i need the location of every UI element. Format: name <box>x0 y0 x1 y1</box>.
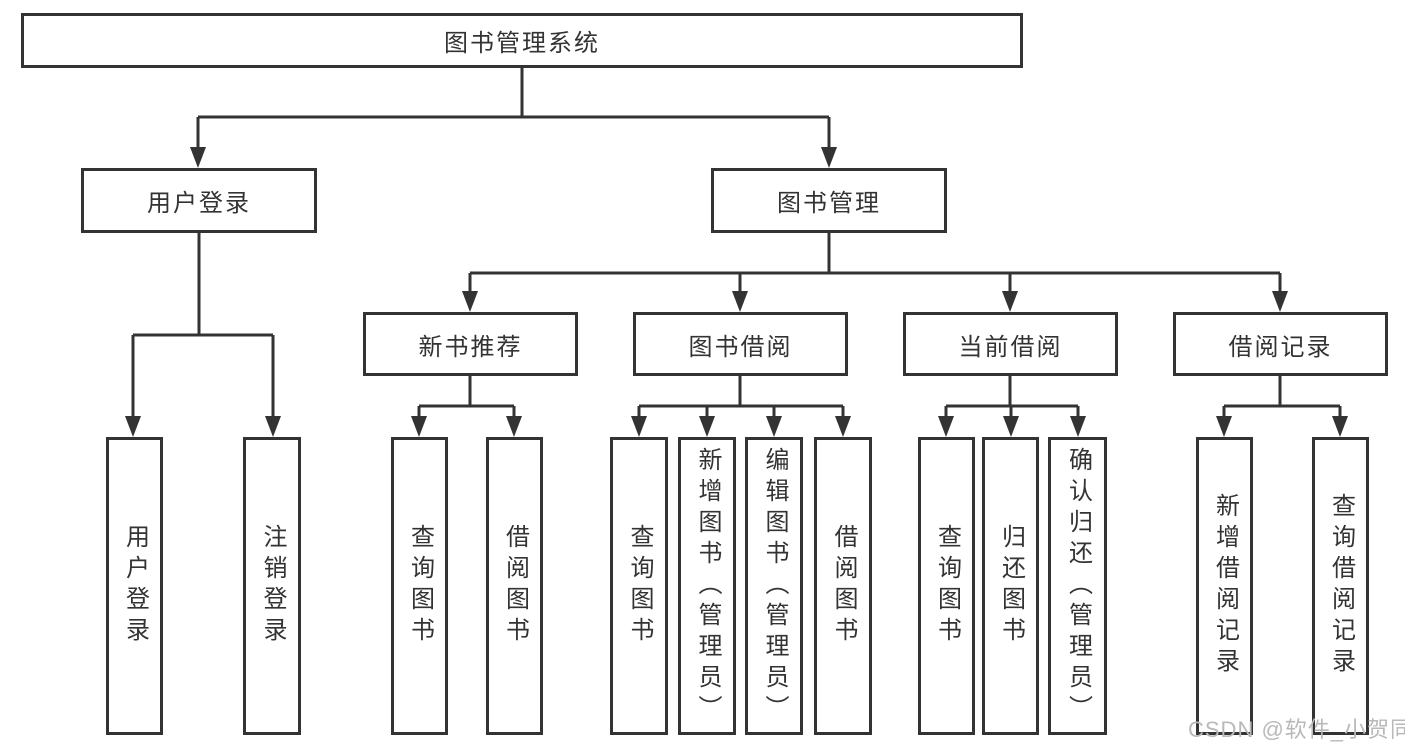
node-borrowing-records: 借阅记录 <box>1173 312 1388 376</box>
connector-new-book-split <box>417 376 516 417</box>
node-new-book-recommendation: 新书推荐 <box>363 312 578 376</box>
node-leaf-logout: 注销登录 <box>243 437 301 735</box>
node-label: 注销登录 <box>259 524 286 648</box>
connector-book-borrow-split <box>637 376 845 417</box>
node-label: 查询借阅记录 <box>1327 493 1355 679</box>
node-book-management: 图书管理 <box>711 168 947 233</box>
arrow-down-icon <box>1070 416 1086 437</box>
arrow-down-icon <box>821 147 837 168</box>
arrow-down-icon <box>1003 416 1019 437</box>
arrow-down-icon <box>411 416 427 437</box>
connector-book-mgmt-split <box>468 233 1282 292</box>
node-label: 用户登录 <box>121 524 149 648</box>
node-label: 当前借阅 <box>958 333 1063 361</box>
arrow-down-icon <box>190 147 206 168</box>
node-leaf-query-books-recommend: 查询图书 <box>391 437 448 735</box>
arrow-down-icon <box>462 291 478 312</box>
node-leaf-user-login: 用户登录 <box>106 437 163 735</box>
node-leaf-add-borrow-record: 新增借阅记录 <box>1196 437 1253 735</box>
node-leaf-query-borrow-record: 查询借阅记录 <box>1312 437 1369 735</box>
node-label: 新增图书（管理员） <box>694 446 721 726</box>
arrow-down-icon <box>1216 416 1232 437</box>
arrow-down-icon <box>1002 291 1018 312</box>
node-label: 归还图书 <box>997 524 1025 648</box>
connector-root-split <box>196 68 831 148</box>
node-label: 查询图书 <box>933 524 961 648</box>
arrow-down-icon <box>265 416 281 437</box>
node-user-login: 用户登录 <box>81 168 317 233</box>
watermark: CSDN @软件_小贺同学 <box>1188 717 1405 742</box>
node-leaf-borrow-books-borrow: 借阅图书 <box>814 437 872 735</box>
arrow-down-icon <box>732 291 748 312</box>
node-label: 图书管理系统 <box>444 30 600 57</box>
node-label: 图书借阅 <box>688 333 793 361</box>
connector-current-borrow-split <box>944 376 1080 417</box>
node-leaf-confirm-return-admin: 确认归还（管理员） <box>1048 437 1107 735</box>
connector-borrow-record-split <box>1222 376 1342 417</box>
node-current-borrowing: 当前借阅 <box>903 312 1118 376</box>
node-leaf-edit-book-admin: 编辑图书（管理员） <box>745 437 803 735</box>
arrow-down-icon <box>699 416 715 437</box>
node-book-borrowing: 图书借阅 <box>633 312 848 376</box>
node-label: 编辑图书（管理员） <box>761 446 788 726</box>
arrow-down-icon <box>938 416 954 437</box>
arrow-down-icon <box>1272 291 1288 312</box>
node-system-root: 图书管理系统 <box>21 13 1023 68</box>
arrow-down-icon <box>631 416 647 437</box>
arrow-down-icon <box>766 416 782 437</box>
node-label: 查询图书 <box>626 524 653 648</box>
node-leaf-query-books-current: 查询图书 <box>918 437 975 735</box>
node-label: 借阅图书 <box>501 524 529 648</box>
node-label: 查询图书 <box>406 524 434 648</box>
node-label: 新书推荐 <box>418 333 523 361</box>
node-leaf-return-book: 归还图书 <box>982 437 1039 735</box>
arrow-down-icon <box>1332 416 1348 437</box>
arrow-down-icon <box>835 416 851 437</box>
arrow-down-icon <box>125 416 141 437</box>
node-label: 用户登录 <box>147 190 251 217</box>
node-label: 借阅图书 <box>830 524 857 648</box>
node-label: 借阅记录 <box>1228 333 1333 361</box>
node-label: 新增借阅记录 <box>1211 493 1239 679</box>
node-leaf-borrow-books-recommend: 借阅图书 <box>486 437 543 735</box>
node-label: 确认归还（管理员） <box>1064 446 1092 726</box>
node-leaf-add-book-admin: 新增图书（管理员） <box>678 437 736 735</box>
connector-user-login-split <box>131 233 275 417</box>
node-leaf-query-books-borrow: 查询图书 <box>610 437 668 735</box>
arrow-down-icon <box>506 416 522 437</box>
node-label: 图书管理 <box>777 190 881 217</box>
